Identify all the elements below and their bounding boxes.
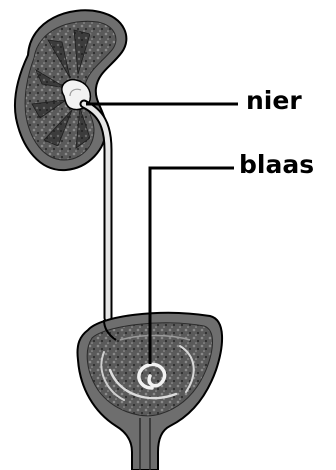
label-kidney: nier (246, 88, 302, 113)
label-bladder: blaas (239, 152, 314, 177)
